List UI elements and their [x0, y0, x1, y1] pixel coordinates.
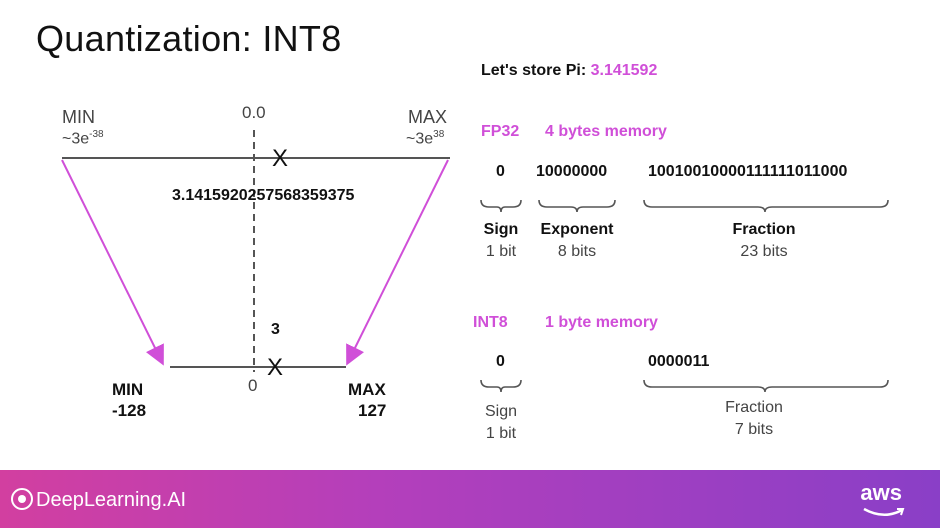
fp32-min-label: MIN — [62, 107, 95, 127]
fp32-exponent-size: 8 bits — [557, 243, 597, 260]
int8-sign-brace — [480, 379, 522, 393]
int8-fraction-label: Fraction — [725, 399, 783, 416]
footer-bar: DeepLearning.AI aws — [0, 470, 940, 528]
aws-logo-text: aws — [860, 480, 902, 505]
int8-name: INT8 — [473, 314, 508, 331]
fp32-sign-label: Sign — [483, 221, 519, 238]
int8-sign-size: 1 bit — [485, 425, 517, 442]
int8-zero-label: 0 — [248, 376, 258, 395]
fp32-sign-bits: 0 — [496, 163, 505, 180]
fp32-max-value: ~3e38 — [406, 129, 445, 148]
fp32-max-label: MAX — [408, 107, 448, 127]
fp32-fraction-label: Fraction — [732, 221, 796, 238]
fp32-fraction-size: 23 bits — [740, 243, 788, 260]
int8-fraction-brace — [643, 379, 889, 393]
int8-memory: 1 byte memory — [545, 314, 658, 331]
int8-fraction-bits: 0000011 — [648, 353, 710, 370]
int8-sign-bits: 0 — [496, 353, 505, 370]
fp32-fraction-bits: 10010010000111111011000 — [648, 163, 848, 180]
int8-fraction-size: 7 bits — [734, 421, 774, 438]
int8-min-label: MIN — [112, 380, 144, 399]
brand-name: DeepLearning.AI — [36, 489, 187, 511]
fp32-zero-label: 0.0 — [242, 103, 266, 122]
fp32-exponent-brace — [538, 199, 616, 213]
page-title: Quantization: INT8 — [36, 18, 342, 59]
fp32-exponent-bits: 10000000 — [536, 163, 608, 180]
int8-min-value: -128 — [112, 401, 147, 420]
fp32-memory: 4 bytes memory — [545, 123, 667, 140]
int8-sign-label: Sign — [484, 403, 518, 420]
fp32-exponent-label: Exponent — [540, 221, 614, 238]
int8-max-label: MAX — [348, 380, 386, 399]
fp32-sign-brace — [480, 199, 522, 213]
fp32-marker: X — [272, 145, 289, 172]
fp32-name: FP32 — [481, 123, 520, 140]
quantization-diagram — [61, 130, 889, 393]
int8-quantized-value: 3 — [271, 321, 280, 338]
fp32-min-value: ~3e-38 — [62, 129, 104, 148]
fp32-stored-value: 3.1415920257568359375 — [172, 187, 355, 204]
fp32-fraction-brace — [643, 199, 889, 213]
deeplearning-logo-icon — [11, 488, 33, 510]
min-mapping-arrow — [61, 159, 164, 366]
fp32-sign-size: 1 bit — [485, 243, 517, 260]
aws-smile-icon — [863, 507, 905, 516]
int8-marker: X — [267, 354, 284, 381]
int8-max-value: 127 — [358, 401, 387, 420]
max-mapping-arrow — [346, 159, 449, 366]
store-pi-text: Let's store Pi: 3.141592 — [481, 62, 658, 79]
